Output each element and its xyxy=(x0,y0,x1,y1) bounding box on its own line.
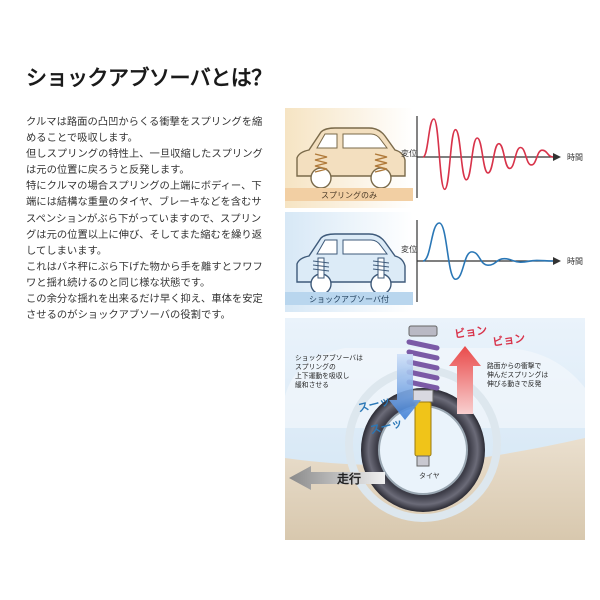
body-line: 端には結構な重量のタイヤ、ブレーキなどを含むサ xyxy=(26,196,262,209)
body-line: スペンションがぶら下がっていますので、スプリン xyxy=(26,212,262,225)
suspension-illustration: ビョン ビョン スーッ スーッ ショックアブソーバはスプリングの上下運動を吸収し… xyxy=(285,318,585,540)
coilover-icon xyxy=(406,325,440,467)
body-line: させるのがショックアブソーバの役割です。 xyxy=(26,309,231,322)
body-line: この余分な揺れを出来るだけ早く抑え、車体を安定 xyxy=(26,293,263,306)
body-line: これはバネ秤にぶら下げた物から手を離すとフワフ xyxy=(26,260,263,273)
caption-shock: ショックアブソーバ付 xyxy=(309,294,389,304)
ylabel-2: 変位 xyxy=(401,244,417,254)
body-line: してしまいます。 xyxy=(26,244,108,257)
caption-box-shock xyxy=(285,292,413,305)
callout-line: 上下運動を吸収し xyxy=(295,371,350,380)
caption-box-spring-only xyxy=(285,188,413,201)
sound-text-top-1: ビョン xyxy=(453,323,488,341)
driving-arrow-icon xyxy=(289,466,385,490)
callout-line: 緩和させる xyxy=(295,380,329,389)
body-line: 但しスプリングの特性上、一旦収縮したスプリング xyxy=(26,148,263,161)
tire-label: タイヤ xyxy=(419,471,440,480)
xlabel-2: 時間 xyxy=(567,257,583,266)
series-line-with-shock xyxy=(422,222,554,281)
shock-absorber-figure: ショックアブソーバ付 変位 時間 xyxy=(285,212,583,312)
body-line: 特にクルマの場合スプリングの上端にボディー、下 xyxy=(26,180,262,193)
xlabel-1: 時間 xyxy=(567,153,583,162)
wheel-arch xyxy=(345,366,501,522)
series-line-spring-only xyxy=(422,118,554,191)
body-line: クルマは路面の凸凹からくる衝撃をスプリングを縮 xyxy=(26,116,263,128)
shock-absorber-icon xyxy=(312,257,390,279)
driving-label: 走行 xyxy=(337,471,361,486)
body-line: グは元の位置以上に伸び、そしてまた縮むを繰り返 xyxy=(26,228,263,241)
callout-line: 伸びる動きで反発 xyxy=(487,379,542,388)
body-line: ワと揺れ続けるのと同じ様な状態です。 xyxy=(26,276,211,289)
body-line: は元の位置に戻ろうと反発します。 xyxy=(26,164,190,177)
spring-coil-icon xyxy=(314,153,388,173)
page-title: ショックアブソーバとは？ xyxy=(26,66,272,90)
car-spring-only-icon xyxy=(296,127,406,189)
callout-line: 伸んだスプリングは xyxy=(487,370,548,379)
ylabel-1: 変位 xyxy=(401,148,417,158)
spring-only-figure: スプリングのみ 変位 時間 xyxy=(285,108,583,208)
x-axis-arrow-2 xyxy=(553,257,561,265)
callout-line: 路面からの衝撃で xyxy=(487,361,542,370)
callout-line: ショックアブソーバは xyxy=(295,353,363,362)
sound-text-top-2: ビョン xyxy=(491,331,526,349)
x-axis-arrow-1 xyxy=(553,153,561,161)
rebound-arrow-icon xyxy=(449,346,481,414)
description-text: クルマは路面の凸凹からくる衝撃をスプリングを縮めることで吸収します。但しスプリン… xyxy=(26,114,276,323)
damping-arrow-icon xyxy=(389,354,421,420)
caption-spring-only: スプリングのみ xyxy=(321,190,377,200)
body-line: めることで吸収します。 xyxy=(26,132,138,145)
callout-line: スプリングの xyxy=(295,362,336,371)
